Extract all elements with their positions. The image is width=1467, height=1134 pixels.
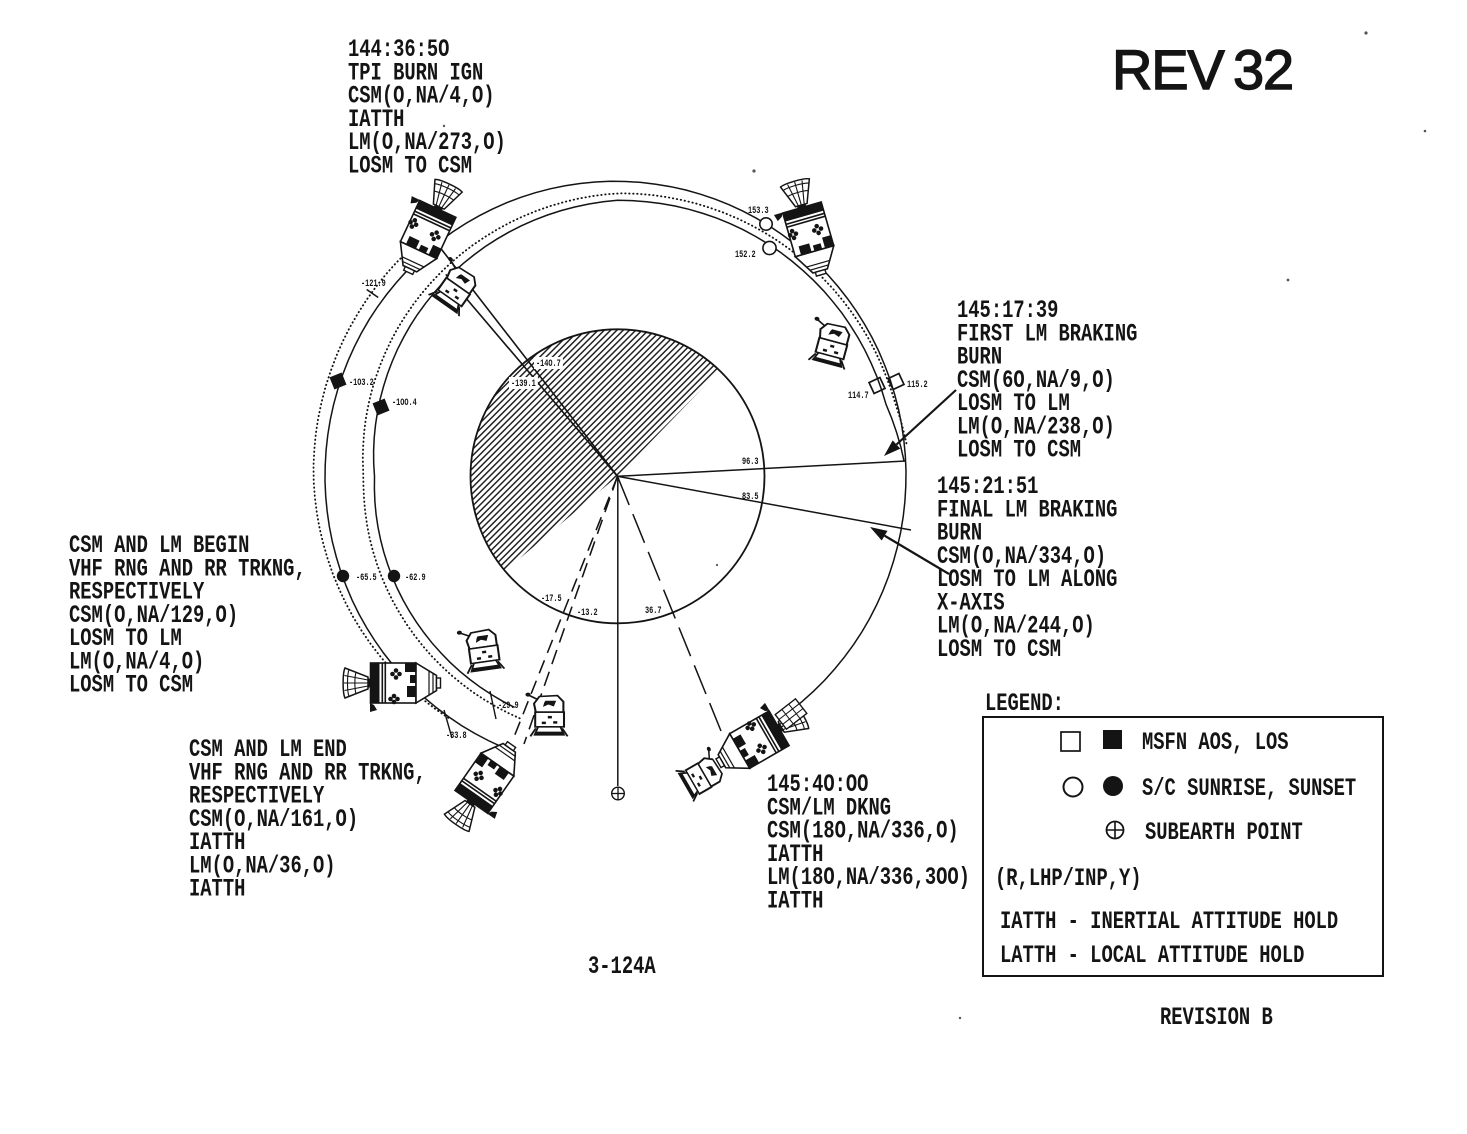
svg-text:LEGEND:: LEGEND: (985, 690, 1064, 718)
svg-text:-62.9: -62.9 (405, 572, 426, 584)
svg-text:-1O3.2: -1O3.2 (349, 377, 374, 389)
svg-text:MSFN AOS, LOS: MSFN AOS, LOS (1142, 729, 1289, 757)
svg-text:IATTH - INERTIAL ATTITUDE HOLD: IATTH - INERTIAL ATTITUDE HOLD (1000, 908, 1338, 936)
svg-text:153.3: 153.3 (748, 205, 769, 217)
svg-text:115.2: 115.2 (907, 379, 928, 391)
svg-text:152.2: 152.2 (735, 249, 756, 261)
svg-text:96.3: 96.3 (742, 456, 759, 468)
svg-text:-14O.7: -14O.7 (536, 358, 561, 370)
svg-text:S/C SUNRISE, SUNSET: S/C SUNRISE, SUNSET (1142, 775, 1356, 803)
svg-text:32: 32 (1233, 38, 1293, 101)
svg-text:3-124A: 3-124A (588, 953, 656, 981)
svg-text:-13.2: -13.2 (577, 607, 598, 619)
svg-text:(R,LHP/INP,Y): (R,LHP/INP,Y) (995, 865, 1142, 893)
svg-text:REVISION B: REVISION B (1160, 1004, 1273, 1032)
svg-text:36.7: 36.7 (645, 605, 662, 617)
svg-text:-65.5: -65.5 (356, 572, 377, 584)
svg-text:-139.1: -139.1 (511, 378, 536, 390)
svg-text:-33.8: -33.8 (446, 730, 467, 742)
svg-text:SUBEARTH POINT: SUBEARTH POINT (1145, 819, 1303, 847)
svg-text:REV: REV (1112, 38, 1225, 101)
svg-text:83.5: 83.5 (742, 491, 759, 503)
svg-text:-1OO.4: -1OO.4 (392, 397, 417, 409)
svg-text:-17.5: -17.5 (541, 593, 562, 605)
svg-text:-29.9: -29.9 (498, 700, 519, 712)
svg-text:LATTH - LOCAL ATTITUDE HOLD: LATTH - LOCAL ATTITUDE HOLD (1000, 942, 1304, 970)
svg-text:-121.9: -121.9 (361, 278, 386, 290)
svg-text:114.7: 114.7 (848, 390, 869, 402)
